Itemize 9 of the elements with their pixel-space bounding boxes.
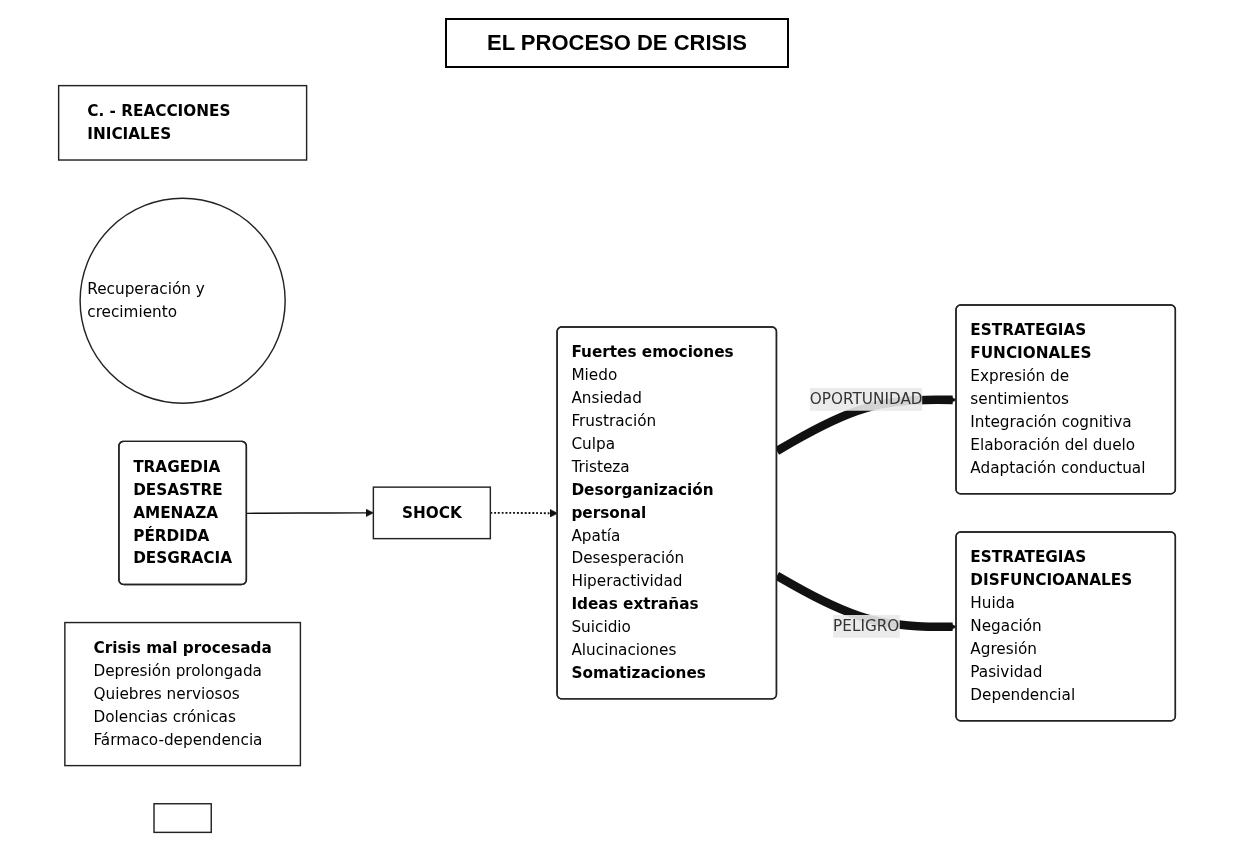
title: EL PROCESO DE CRISIS <box>445 18 789 68</box>
node-bar <box>153 803 212 834</box>
node-box: C. - REACCIONES INICIALES <box>57 84 308 161</box>
arrow <box>246 508 374 518</box>
node-box: Crisis mal procesada Depresión prolongada Quiebres nerviosos Dolencias crónicas Fármaco-dependencia <box>64 621 302 767</box>
node-circle: Recuperación y crecimiento <box>79 197 286 404</box>
node-box: SHOCK <box>372 486 492 540</box>
edge-label: OPORTUNIDAD <box>809 389 923 408</box>
edge-label: PELIGRO <box>833 616 900 635</box>
